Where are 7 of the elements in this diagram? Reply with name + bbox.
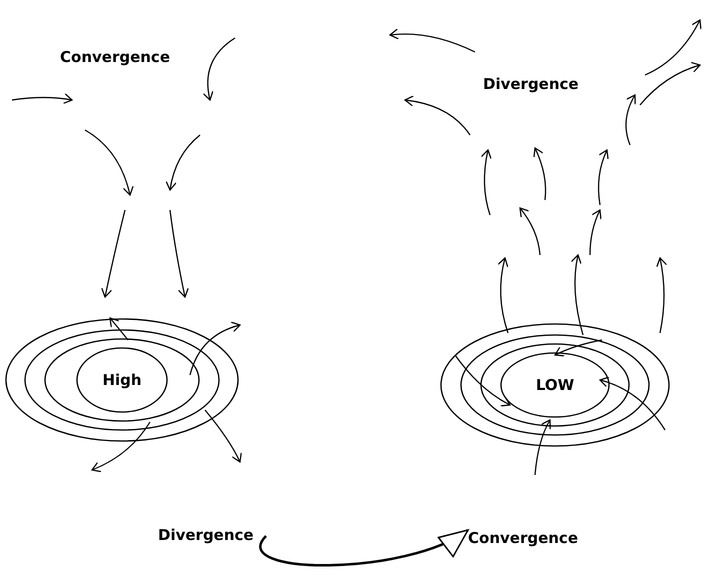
transfer-arrow xyxy=(260,528,469,566)
flow-label: Divergence xyxy=(483,75,579,93)
flow-label: Convergence xyxy=(60,48,170,66)
pressure-label: High xyxy=(102,371,142,389)
flow-label: Convergence xyxy=(468,529,578,547)
flow-label: Divergence xyxy=(158,526,254,544)
pressure-label: LOW xyxy=(536,376,574,394)
